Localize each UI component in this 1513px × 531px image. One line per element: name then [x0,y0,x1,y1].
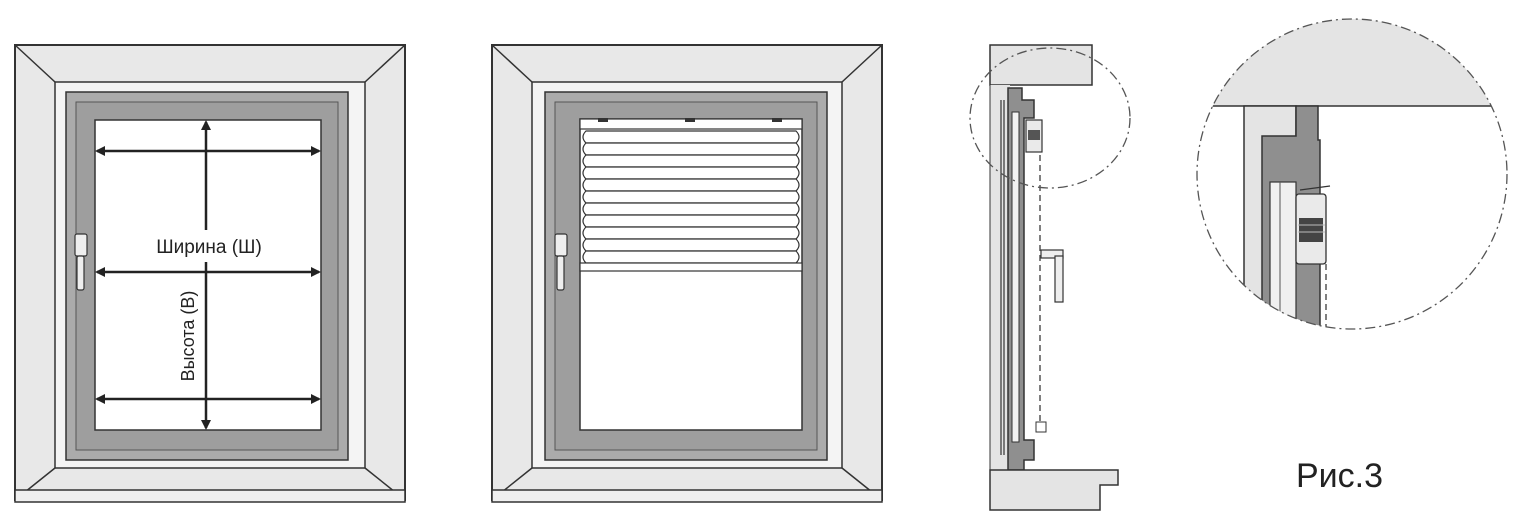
detail-circle-icon [969,47,1131,189]
figure-caption: Рис.3 [1296,457,1383,495]
window-handle-icon [74,233,88,291]
window-handle-icon [1040,249,1064,259]
detail-circle-icon [1196,18,1508,330]
window-handle-icon [554,233,568,291]
width-label: Ширина (Ш) [156,237,262,258]
window-sill [491,489,883,503]
blind-pleats [582,130,800,264]
window-with-blind [491,44,883,503]
detail-zoom-view [1196,18,1508,330]
window-glass [94,119,322,431]
blind-bottom-rail [579,262,803,272]
cross-section-view [969,44,1131,511]
window-measurement: Ширина (Ш) Высота (В) [14,44,406,503]
window-sill [14,489,406,503]
height-label: Высота (В) [178,291,198,382]
